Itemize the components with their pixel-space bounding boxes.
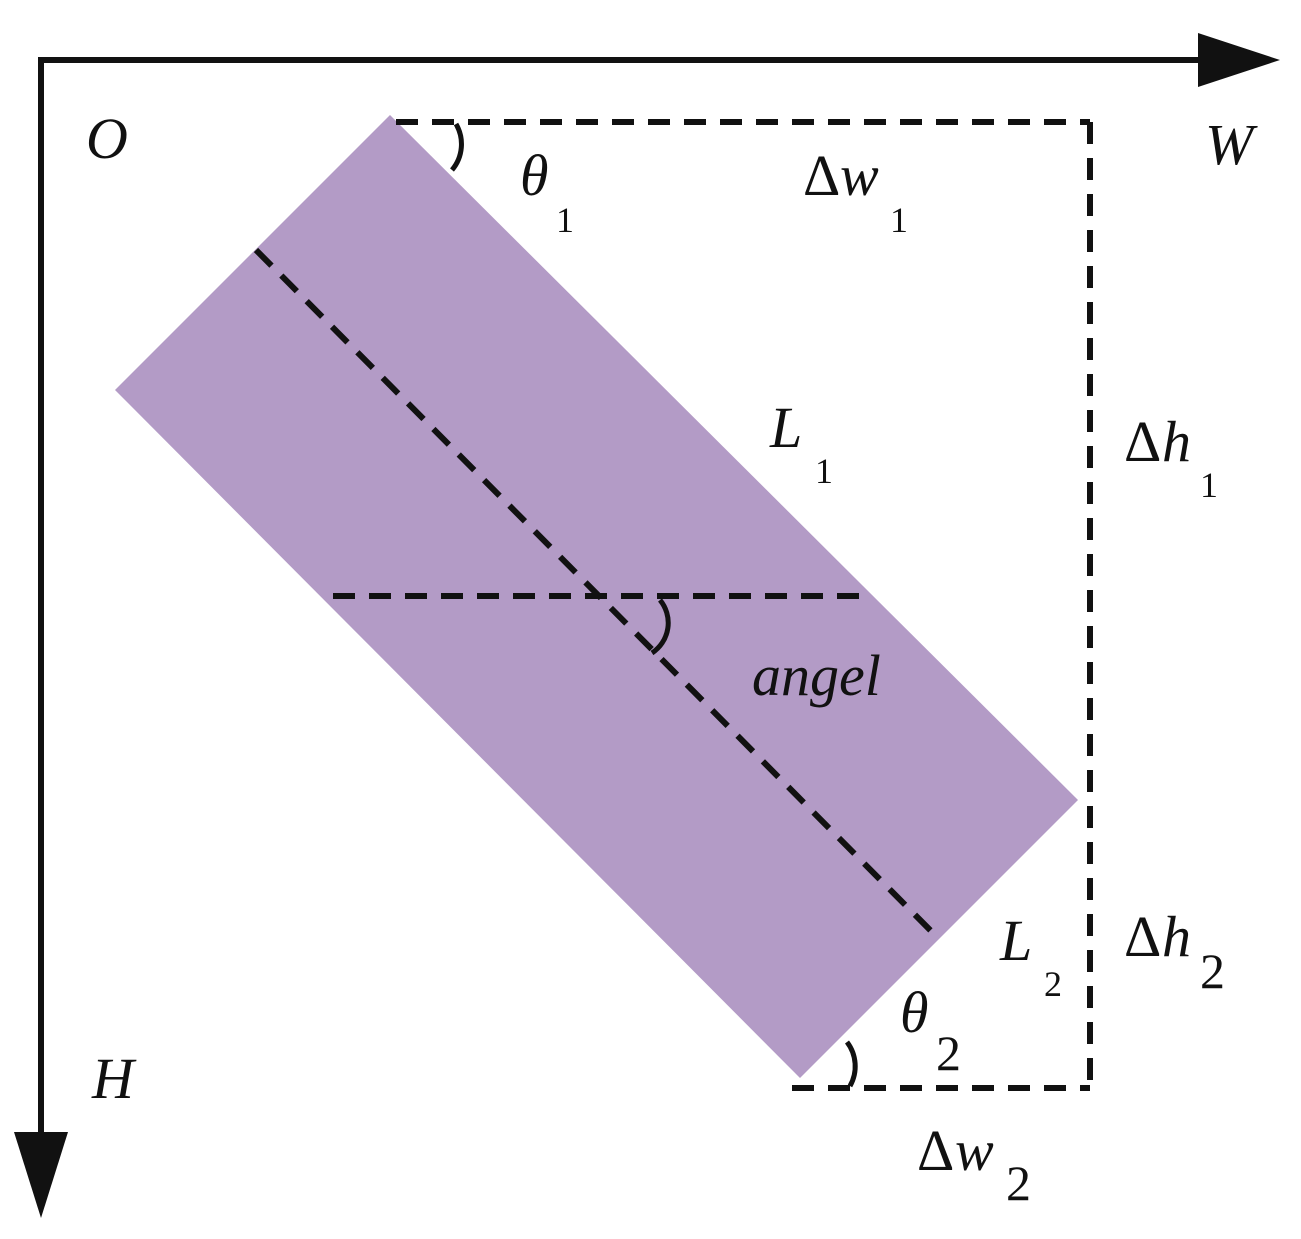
theta2-symbol: θ xyxy=(900,980,929,1045)
l1-subscript: 1 xyxy=(815,451,833,491)
h-axis-arrowhead xyxy=(14,1132,68,1218)
theta2-subscript: 2 xyxy=(936,1025,961,1081)
w-axis-arrowhead xyxy=(1198,33,1280,87)
l2-label: L 2 xyxy=(999,908,1062,1004)
dh2-delta: Δ xyxy=(1124,904,1161,969)
l1-symbol: L xyxy=(769,395,802,460)
dw2-symbol: w xyxy=(955,1118,994,1183)
theta2-arc xyxy=(844,1040,858,1088)
dw1-subscript: 1 xyxy=(890,200,908,240)
theta1-arc xyxy=(450,122,464,172)
origin-label: O xyxy=(86,106,128,171)
theta1-subscript: 1 xyxy=(556,200,574,240)
angel-arc xyxy=(650,598,671,656)
dh1-subscript: 1 xyxy=(1200,465,1218,505)
dh1-label: Δ h 1 xyxy=(1124,409,1218,505)
l1-label: L 1 xyxy=(769,395,833,491)
theta1-label: θ 1 xyxy=(520,143,574,240)
dw2-delta: Δ xyxy=(917,1118,954,1183)
axes xyxy=(14,33,1280,1218)
dw1-delta: Δ xyxy=(803,143,840,208)
l2-symbol: L xyxy=(999,908,1032,973)
theta2-label: θ 2 xyxy=(900,980,961,1081)
w-axis-label: W xyxy=(1205,112,1258,177)
h-axis-label: H xyxy=(91,1046,137,1111)
dh2-label: Δ h 2 xyxy=(1124,904,1225,999)
dh1-symbol: h xyxy=(1162,409,1191,474)
dw1-label: Δ w 1 xyxy=(803,143,908,240)
angel-label: angel xyxy=(752,643,881,708)
dh2-subscript: 2 xyxy=(1200,943,1225,999)
dh1-delta: Δ xyxy=(1124,409,1161,474)
dw2-subscript: 2 xyxy=(1006,1155,1031,1211)
dw2-label: Δ w 2 xyxy=(917,1118,1031,1211)
l2-subscript: 2 xyxy=(1044,964,1062,1004)
dh2-symbol: h xyxy=(1162,904,1191,969)
bounding-dashes xyxy=(396,119,1093,1091)
dw1-symbol: w xyxy=(840,143,879,208)
theta1-symbol: θ xyxy=(520,143,549,208)
